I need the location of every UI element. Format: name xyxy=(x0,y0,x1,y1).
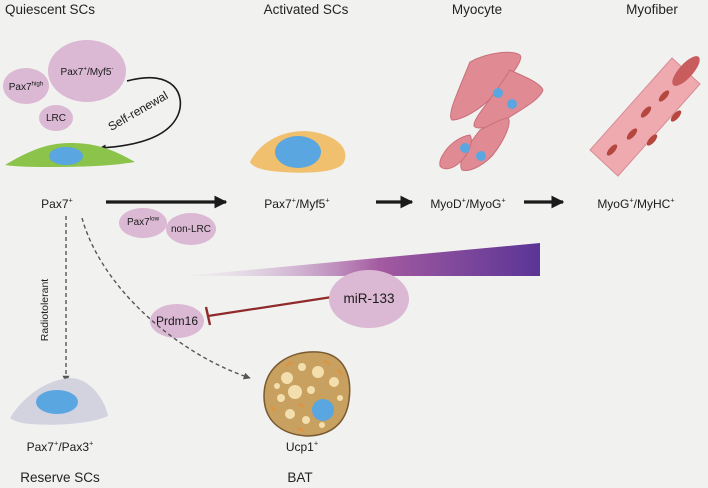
label-sup: + xyxy=(313,438,319,448)
label-sup: - xyxy=(111,65,114,73)
lipid-droplet xyxy=(277,394,285,402)
label-ucp1: Ucp1+ xyxy=(285,438,319,454)
label-pax7-pos: Pax7+ xyxy=(41,195,73,211)
lipid-droplet xyxy=(281,372,293,384)
mitochondrion xyxy=(337,369,343,376)
label-non-lrc: non-LRC xyxy=(170,224,212,235)
inhibition-line xyxy=(207,295,333,318)
myofiber-end-cap xyxy=(672,56,700,86)
mitochondrion xyxy=(298,403,305,408)
lipid-droplet xyxy=(319,422,325,428)
lipid-droplet xyxy=(285,409,295,419)
myofiber-nucleus-1 xyxy=(606,144,618,156)
header-myofiber: Myofiber xyxy=(626,2,678,17)
activated-cell-nucleus xyxy=(275,136,321,168)
lipid-droplet xyxy=(288,385,302,399)
label-part: Pax7 xyxy=(8,82,32,93)
lipid-droplet xyxy=(337,395,343,401)
lipid-droplet xyxy=(307,386,315,394)
myocyte-nucleus-3 xyxy=(460,143,470,153)
label-part: Pax7 xyxy=(60,67,84,78)
label-part: /MyoG xyxy=(466,197,502,211)
label-sup: + xyxy=(89,438,94,448)
label-sup: + xyxy=(291,195,297,205)
mitochondrion xyxy=(297,427,304,432)
bubble-mir133 xyxy=(329,270,409,328)
label-part: Ucp1 xyxy=(285,440,314,454)
header-myocyte: Myocyte xyxy=(451,2,503,17)
label-prdm16: Prdm16 xyxy=(155,314,199,328)
label-sup: + xyxy=(325,195,330,205)
bat-cell xyxy=(263,351,351,437)
label-part: Pax7 xyxy=(41,197,69,211)
expression-gradient xyxy=(184,243,540,276)
label-sup: + xyxy=(501,195,506,205)
lipid-droplet xyxy=(274,383,280,389)
myocyte-nucleus-1 xyxy=(493,88,503,98)
header-quiescent-scs: Quiescent SCs xyxy=(5,2,96,17)
header-bat: BAT xyxy=(287,470,313,485)
header-activated-scs: Activated SCs xyxy=(263,2,349,17)
myofiber-nucleus-4 xyxy=(658,90,670,102)
label-part: Pax7 xyxy=(264,197,292,211)
myofiber-nucleus-2 xyxy=(626,128,638,140)
label-pax7-pax3: Pax7+/Pax3+ xyxy=(26,438,94,454)
label-pax7-high: Pax7high xyxy=(8,80,44,94)
bubble-pax7-high xyxy=(3,68,49,104)
lipid-droplet xyxy=(298,363,306,371)
bat-cell-nucleus xyxy=(312,399,334,421)
reserve-cell-nucleus xyxy=(36,390,78,414)
label-sup: + xyxy=(670,195,675,205)
myofiber xyxy=(589,57,701,177)
quiescent-cell-nucleus xyxy=(49,147,83,165)
arrow-to-bat xyxy=(81,217,251,380)
inhibition-bar xyxy=(204,306,212,326)
bubble-pax7-low xyxy=(119,208,167,238)
label-myog-myhc: MyoG+/MyHC+ xyxy=(597,195,675,211)
mitochondrion xyxy=(323,360,331,365)
label-sup: + xyxy=(68,195,73,205)
label-part: /Myf5 xyxy=(296,197,326,211)
label-lrc: LRC xyxy=(45,113,67,124)
label-radiotolerant: Radiotolerant xyxy=(39,278,51,342)
mitochondrion xyxy=(270,405,276,412)
myofiber-nucleus-3 xyxy=(640,106,652,118)
label-part: /Pax3 xyxy=(58,440,90,454)
bubble-lrc xyxy=(39,105,73,131)
myocyte-nucleus-2 xyxy=(507,99,517,109)
lipid-droplet xyxy=(312,366,324,378)
mitochondrion xyxy=(285,361,293,367)
label-part: /Myf5 xyxy=(86,67,112,78)
label-part: /MyHC xyxy=(633,197,671,211)
label-sup: + xyxy=(461,195,466,205)
lipid-droplet xyxy=(302,416,310,424)
label-part: MyoG xyxy=(597,197,630,211)
myofiber-nucleus-5 xyxy=(646,134,658,146)
bubble-non-lrc xyxy=(166,213,216,245)
label-myod-myog: MyoD+/MyoG+ xyxy=(430,195,506,211)
label-part: Pax7 xyxy=(126,217,150,228)
lipid-droplet xyxy=(329,377,339,387)
bubble-pax7-myf5-neg xyxy=(48,40,126,102)
myocyte-nucleus-4 xyxy=(476,151,486,161)
label-sup: high xyxy=(31,80,44,88)
label-sup: + xyxy=(629,195,634,205)
label-part: MyoD xyxy=(430,197,462,211)
self-renewal-arrow xyxy=(99,76,182,151)
myofiber-nucleus-6 xyxy=(670,110,682,122)
label-sup: + xyxy=(53,438,59,448)
label-part: Pax7 xyxy=(26,440,54,454)
header-reserve-scs: Reserve SCs xyxy=(20,470,100,485)
label-sup: + xyxy=(83,65,87,73)
label-pax7-low: Pax7low xyxy=(126,215,160,229)
label-pax7-myf5-neg: Pax7+/Myf5- xyxy=(60,65,114,79)
label-pax7-myf5-pos: Pax7+/Myf5+ xyxy=(264,195,330,211)
label-sup: low xyxy=(149,215,160,223)
label-mir133: miR-133 xyxy=(343,291,395,306)
